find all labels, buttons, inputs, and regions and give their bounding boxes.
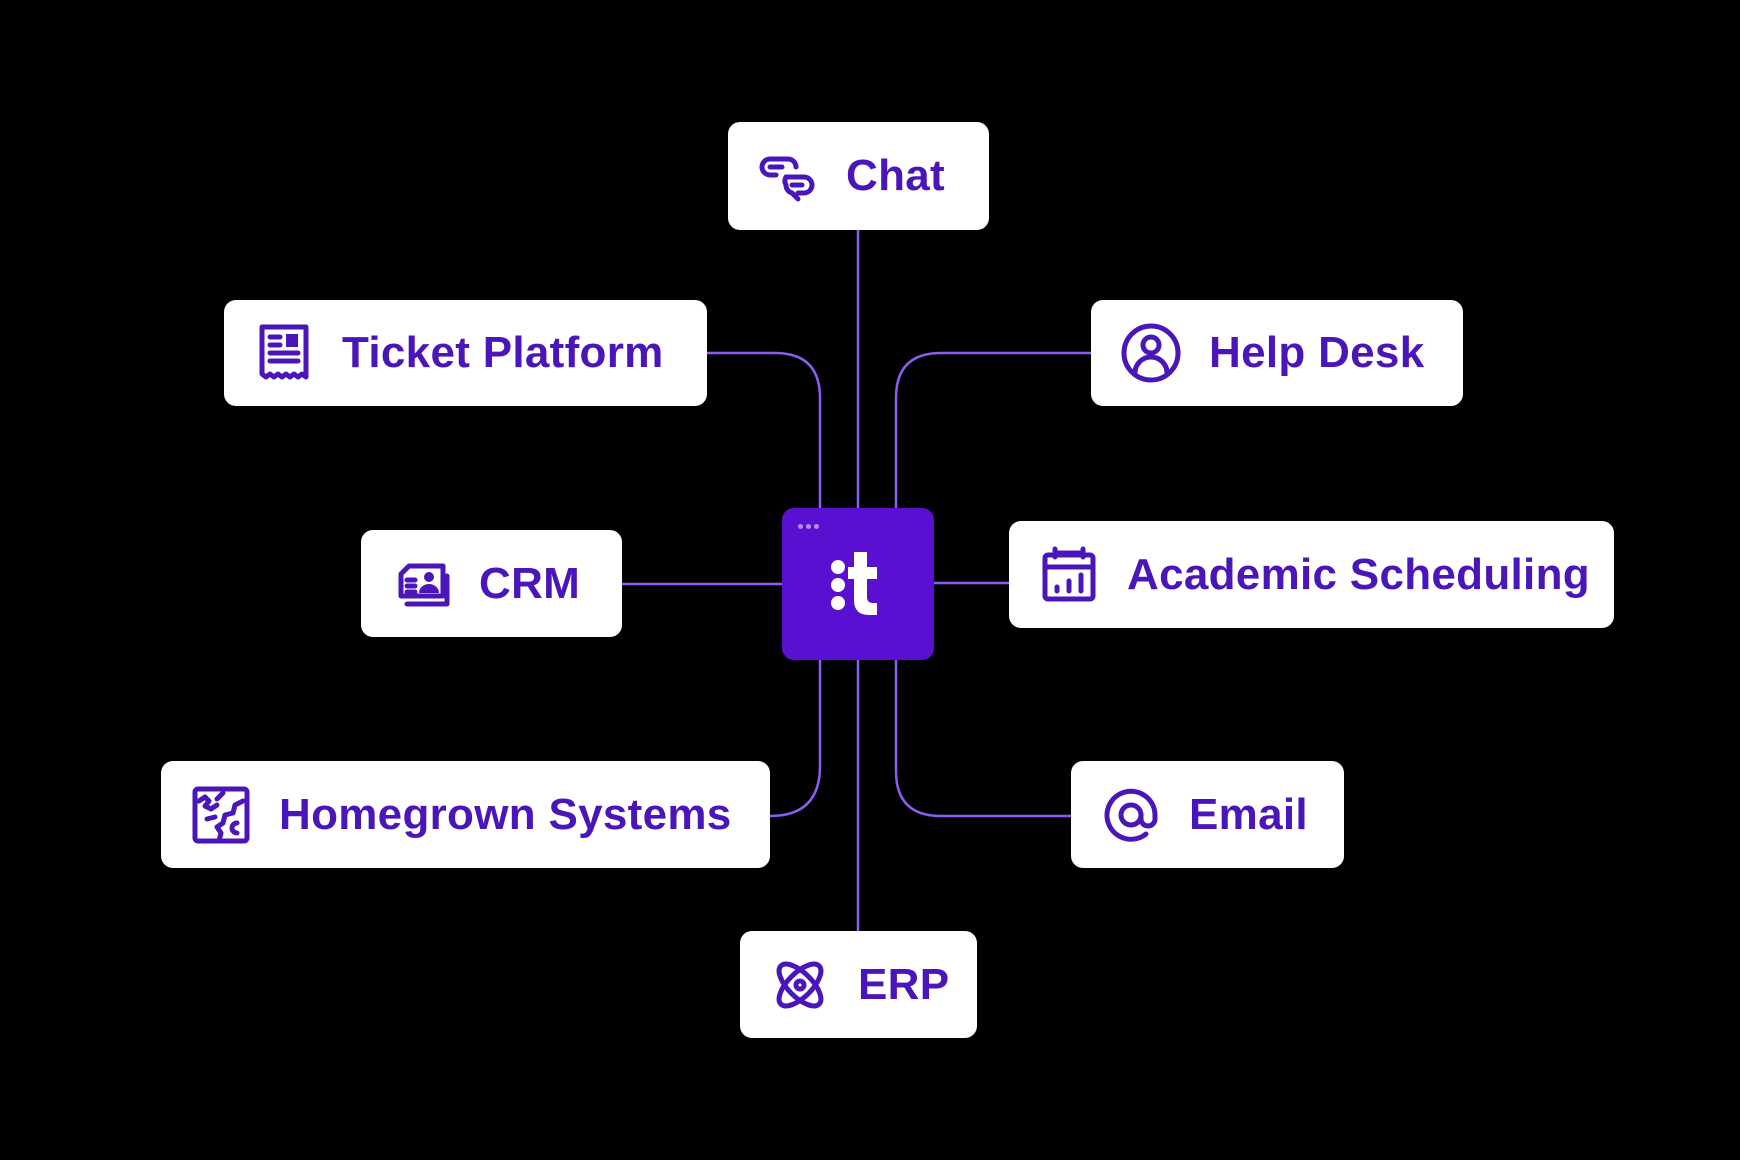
node-ticket-platform[interactable]: Ticket Platform [224,300,707,406]
node-chat[interactable]: Chat [728,122,989,230]
node-label: Ticket Platform [342,328,664,377]
node-crm[interactable]: CRM [361,530,622,637]
t-logo-icon [831,552,877,615]
node-label: Homegrown Systems [279,789,732,839]
connector-email [894,660,1071,818]
node-label: ERP [858,959,950,1009]
at-sign-icon [1099,783,1163,847]
node-label: CRM [479,558,581,608]
node-help-desk[interactable]: Help Desk [1091,300,1463,406]
node-label: Academic Scheduling [1127,549,1590,599]
window-dots-icon [798,524,819,529]
connector-ticket-platform [707,351,822,508]
connector-help-desk [894,351,1091,508]
contact-cards-icon [389,552,453,616]
node-label: Help Desk [1209,328,1425,377]
node-email[interactable]: Email [1071,761,1344,868]
node-erp[interactable]: ERP [740,931,977,1038]
calendar-chart-icon [1037,543,1101,607]
node-label: Email [1189,789,1308,839]
puzzle-icon [189,783,253,847]
atom-icon [768,953,832,1017]
receipt-icon [252,321,316,385]
connector-homegrown-systems [769,660,822,818]
hub-logo-tile[interactable] [782,508,934,660]
node-academic-scheduling[interactable]: Academic Scheduling [1009,521,1614,628]
node-label: Chat [846,151,945,200]
node-homegrown-systems[interactable]: Homegrown Systems [161,761,770,868]
user-circle-icon [1119,321,1183,385]
chat-bubbles-icon [756,144,820,208]
